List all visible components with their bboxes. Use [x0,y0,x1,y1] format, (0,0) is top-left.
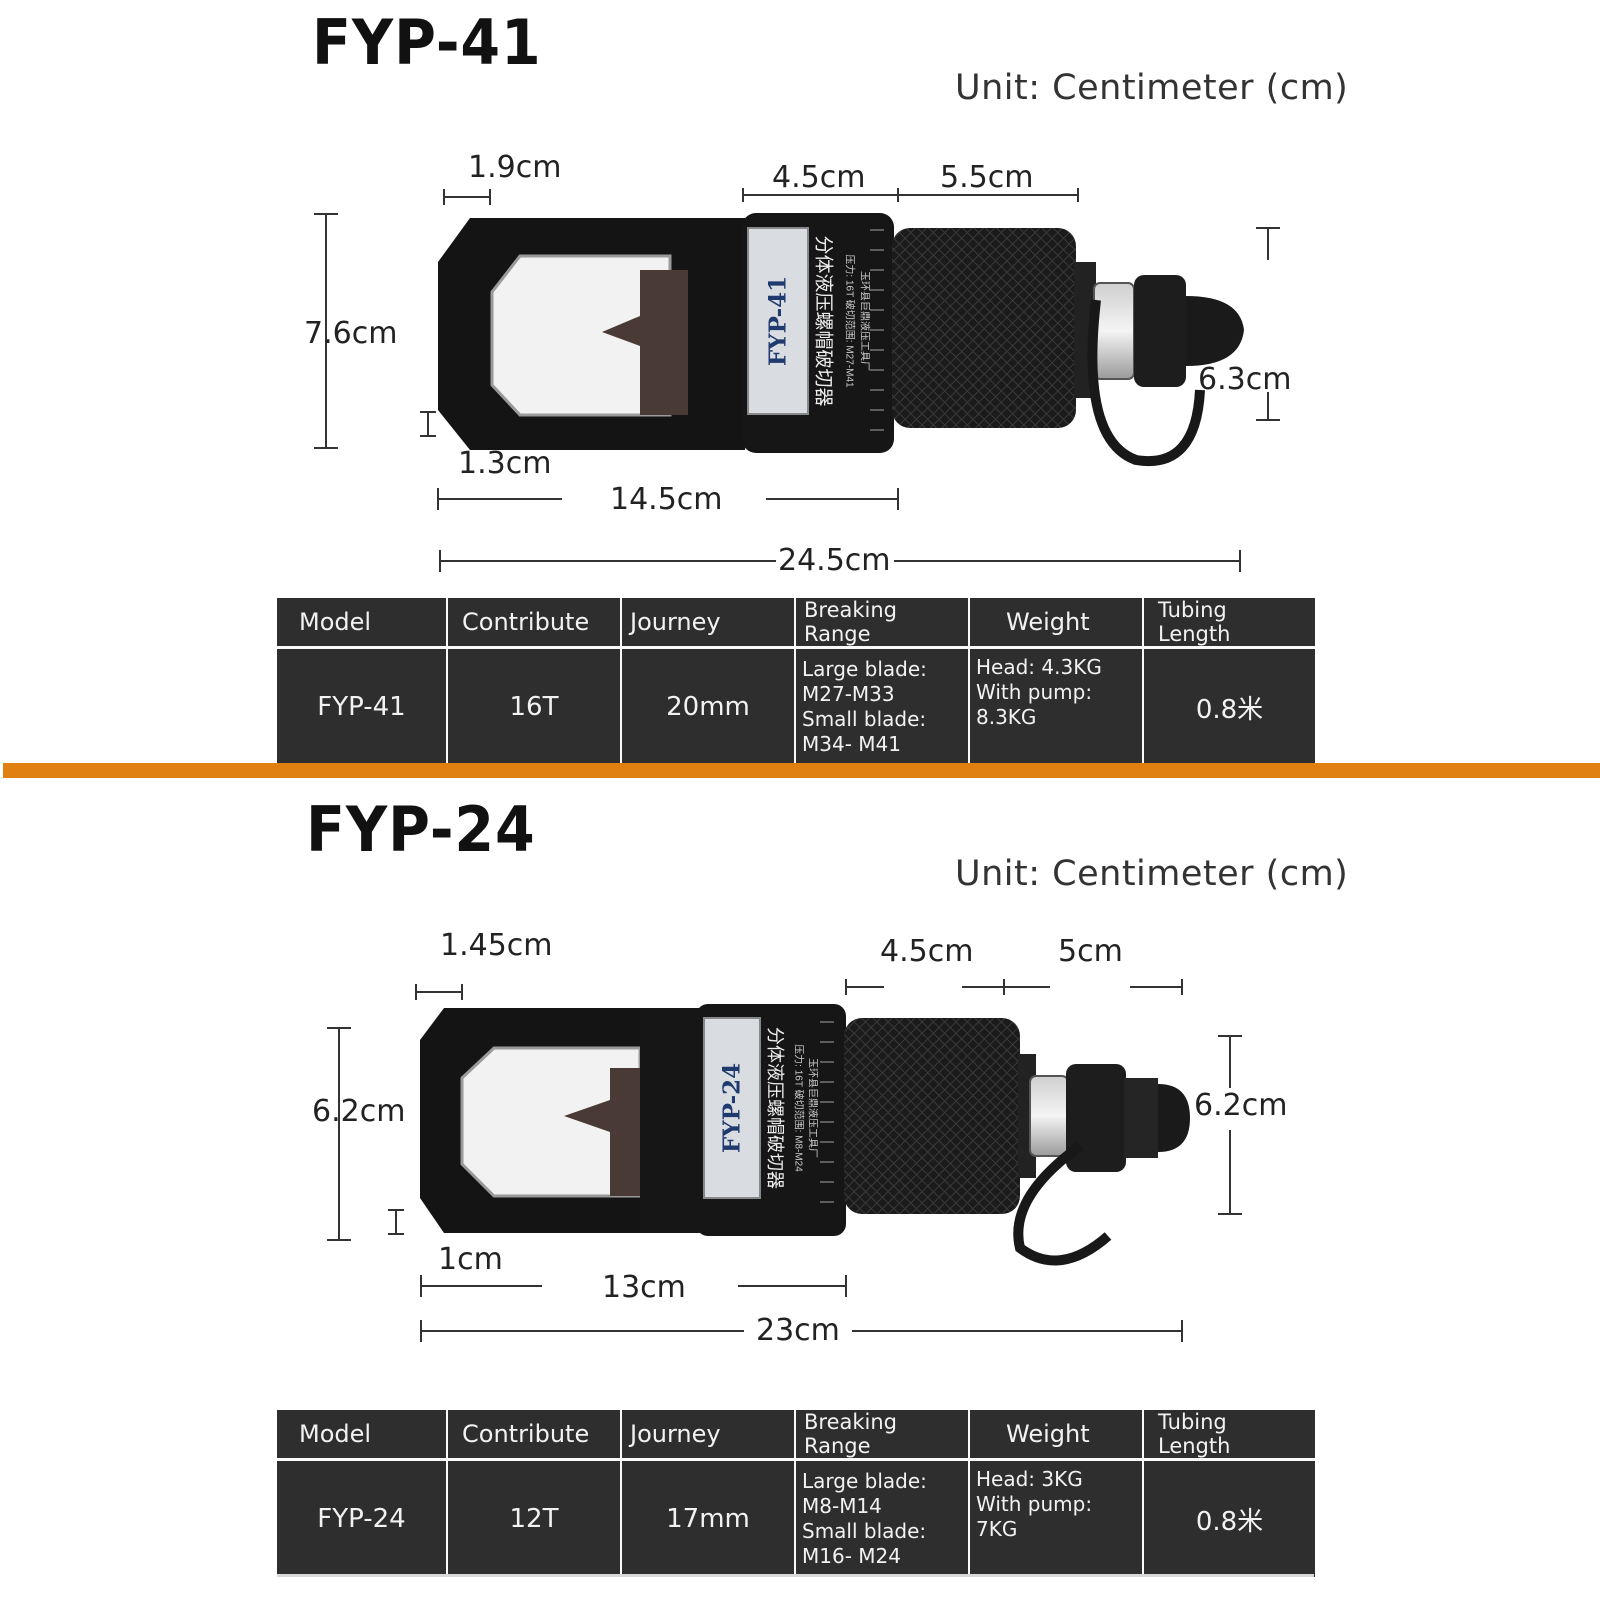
breaking-line-1: Large blade: [802,1469,927,1493]
dim-head-length: 14.5cm [610,482,723,517]
spec-table: Model Contribute Journey Breaking Range … [277,598,1315,765]
cell-tubing-length: 0.8米 [1195,694,1264,725]
label-maker-wrap: 玉环县巨鼎液压工具厂 [806,1018,822,1198]
header-breaking-range: Breaking Range [795,598,970,648]
label-model: FYP-24 [718,1062,746,1154]
table-row: FYP-41 16T 20mm Large blade: M27-M33 Sma… [277,647,1315,765]
cell-weight: Head: 3KG With pump: 7KG [969,1459,1144,1577]
dim-gap: 1cm [438,1242,503,1277]
breaking-line-3: Small blade: [802,707,927,731]
weight-line-1: Head: 3KG [976,1467,1083,1491]
header-journey: Journey [621,598,796,648]
product-label: FYP-24 [710,1018,754,1198]
label-maker: 玉环县巨鼎液压工具厂 [806,1058,818,1158]
section-fyp-41: FYP-41 Unit: Centimeter (cm) [0,0,1600,770]
dimension-lines [327,979,1242,1342]
cell-model: FYP-41 [277,647,448,765]
header-contribute: Contribute [447,1410,622,1460]
header-model: Model [277,1410,448,1460]
header-journey: Journey [621,1410,796,1460]
dim-head-height: 6.2cm [312,1094,406,1129]
tool-drawing [327,979,1242,1342]
cell-weight: Head: 4.3KG With pump: 8.3KG [969,647,1144,765]
label-cn: 分体液压螺帽破切器 [764,1027,785,1189]
weight-line-1: Head: 4.3KG [976,655,1102,679]
section-fyp-24: FYP-24 Unit: Centimeter (cm) [0,778,1600,1600]
header-contribute: Contribute [447,598,622,648]
dim-grip: 5cm [1058,934,1123,969]
label-spec: 压力: 16T 破切范围: M27-M41 [843,254,855,388]
nut-splitter-fyp-24 [420,1004,1190,1266]
model-title: FYP-24 [306,793,536,866]
dim-head-height: 7.6cm [304,316,398,351]
cell-breaking-range: Large blade: M27-M33 Small blade: M34- M… [795,647,970,765]
weight-line-3: 7KG [976,1517,1018,1541]
dim-neck: 4.5cm [772,160,866,195]
spec-table: Model Contribute Journey Breaking Range … [277,1410,1315,1577]
product-label: FYP-41 [754,228,802,414]
table-header-row: Model Contribute Journey Breaking Range … [277,1410,1315,1460]
label-maker-wrap: 玉环县巨鼎液压工具厂 [858,228,874,414]
dim-total-length: 24.5cm [778,543,891,578]
weight-line-2: With pump: [976,680,1093,704]
weight-line-2: With pump: [976,1492,1093,1516]
table-bottom-rule [277,1574,1314,1577]
label-cn-wrap: 分体液压螺帽破切器 [760,1018,792,1198]
table-header-row: Model Contribute Journey Breaking Range … [277,598,1315,648]
header-breaking-range: Breaking Range [795,1410,970,1460]
dim-gap: 1.3cm [458,446,552,481]
breaking-line-4: M16- M24 [802,1544,901,1568]
dim-blade-thickness: 1.9cm [468,150,562,185]
header-weight: Weight [969,598,1144,648]
header-tubing-length: Tubing Length [1158,598,1231,646]
dimension-lines [314,188,1280,572]
breaking-line-1: Large blade: [802,657,927,681]
dim-total-length: 23cm [756,1313,840,1348]
unit-label: Unit: Centimeter (cm) [955,854,1349,894]
cell-journey: 20mm [621,647,796,765]
cell-journey: 17mm [621,1459,796,1577]
dim-neck: 4.5cm [880,934,974,969]
tool-drawing [314,188,1280,572]
label-maker: 玉环县巨鼎液压工具厂 [858,271,870,371]
label-cn: 分体液压螺帽破切器 [812,235,835,407]
cell-contribute: 12T [447,1459,622,1577]
section-divider [3,763,1600,778]
dim-coupler-height: 6.3cm [1198,362,1292,397]
unit-label: Unit: Centimeter (cm) [955,68,1349,108]
breaking-line-2: M27-M33 [802,682,895,706]
breaking-line-4: M34- M41 [802,732,901,756]
cell-contribute: 16T [447,647,622,765]
label-cn-wrap: 分体液压螺帽破切器 [808,228,842,414]
dim-head-length: 13cm [602,1270,686,1305]
dim-blade-thickness: 1.45cm [440,928,553,963]
dim-coupler-height: 6.2cm [1194,1088,1288,1123]
label-model: FYP-41 [764,275,792,367]
header-weight: Weight [969,1410,1144,1460]
table-row: FYP-24 12T 17mm Large blade: M8-M14 Smal… [277,1459,1315,1577]
header-tubing-length: Tubing Length [1158,1410,1231,1458]
dim-grip: 5.5cm [940,160,1034,195]
header-model: Model [277,598,448,648]
breaking-line-2: M8-M14 [802,1494,882,1518]
breaking-line-3: Small blade: [802,1519,927,1543]
cell-breaking-range: Large blade: M8-M14 Small blade: M16- M2… [795,1459,970,1577]
cell-model: FYP-24 [277,1459,448,1577]
model-title: FYP-41 [312,6,542,79]
cell-tubing-length: 0.8米 [1195,1506,1264,1537]
nut-splitter-fyp-41 [438,213,1244,467]
weight-line-3: 8.3KG [976,705,1037,729]
